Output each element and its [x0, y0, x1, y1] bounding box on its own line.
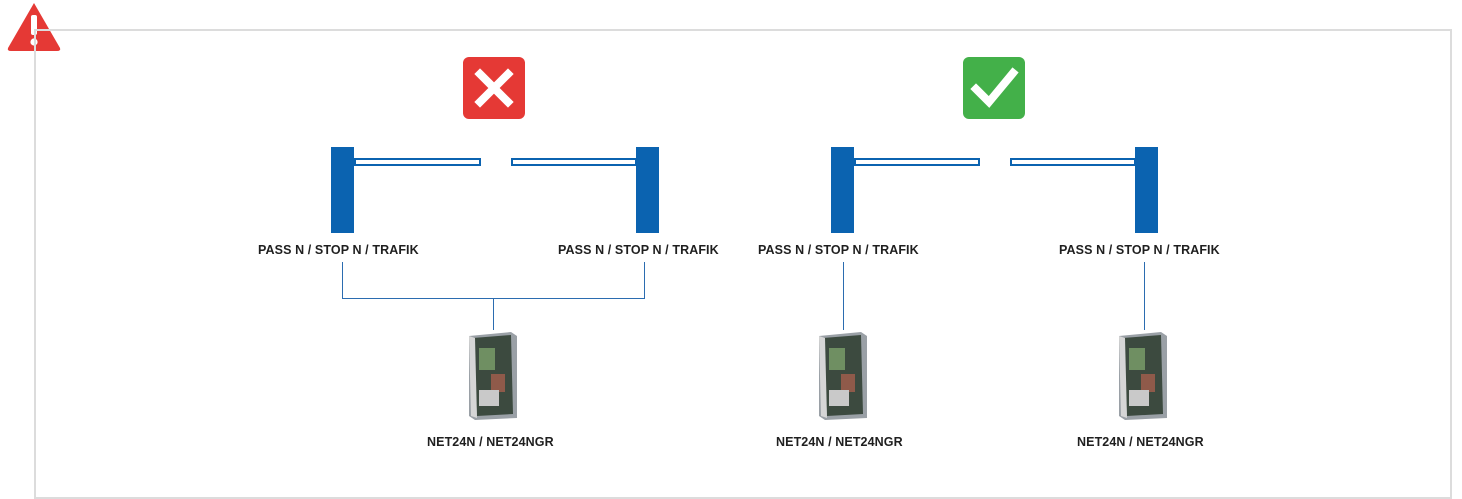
barrier-arm	[1010, 158, 1136, 166]
barrier-arm	[854, 158, 980, 166]
control-unit-icon	[1119, 332, 1167, 420]
correct-badge	[963, 57, 1025, 119]
connection-wire	[1144, 262, 1145, 330]
barrier-post-icon	[1135, 147, 1158, 233]
barrier-label: PASS N / STOP N / TRAFIK	[758, 243, 919, 257]
incorrect-badge	[463, 57, 525, 119]
barrier-label: PASS N / STOP N / TRAFIK	[558, 243, 719, 257]
connection-wire	[644, 262, 645, 298]
check-icon	[970, 67, 1019, 108]
barrier-label: PASS N / STOP N / TRAFIK	[1059, 243, 1220, 257]
barrier-post-icon	[831, 147, 854, 233]
barrier-arm	[354, 158, 481, 166]
controller-label: NET24N / NET24NGR	[1077, 435, 1204, 449]
barrier-post-icon	[636, 147, 659, 233]
controller-label: NET24N / NET24NGR	[776, 435, 903, 449]
connection-wire	[342, 262, 343, 298]
barrier-label: PASS N / STOP N / TRAFIK	[258, 243, 419, 257]
connection-wire	[493, 298, 494, 330]
controller-label: NET24N / NET24NGR	[427, 435, 554, 449]
control-unit-icon	[819, 332, 867, 420]
cross-icon	[474, 68, 514, 108]
diagram-frame	[34, 29, 1452, 499]
control-unit-icon	[469, 332, 517, 420]
barrier-arm	[511, 158, 637, 166]
barrier-post-icon	[331, 147, 354, 233]
connection-wire	[843, 262, 844, 330]
